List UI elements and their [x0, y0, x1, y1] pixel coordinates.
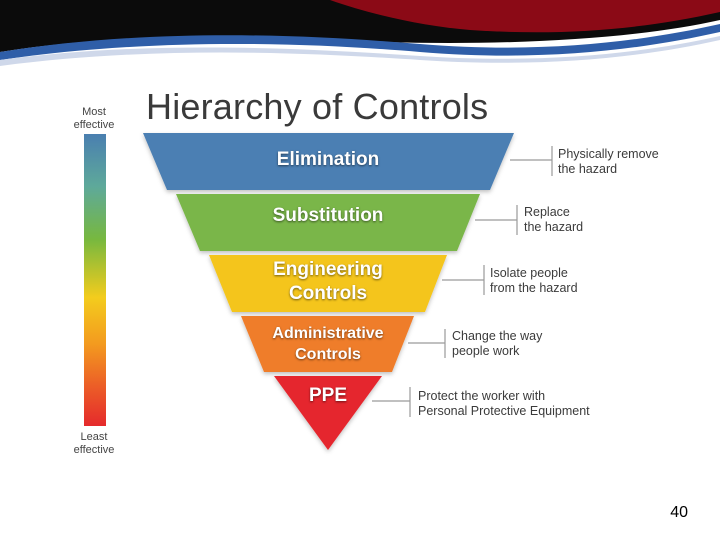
effectiveness-gradient-bar [84, 134, 106, 426]
connector-substitution [475, 205, 518, 235]
banner-red-band [330, 0, 720, 33]
engineering-desc-line-1: Isolate people [490, 266, 568, 280]
connector-elimination [510, 146, 553, 176]
tier-engineering-controls [209, 255, 447, 312]
banner-blue-band [0, 24, 720, 60]
ppe-desc-line-2: Personal Protective Equipment [418, 404, 590, 418]
ppe-desc-line-1: Protect the worker with [418, 389, 546, 403]
engineering-line-2: Controls [288, 283, 368, 304]
elimination-desc-line-2: the hazard [558, 162, 618, 176]
engineering-controls-label: Engineering Controls [228, 258, 428, 306]
ppe-description: Protect the worker with Personal Protect… [418, 389, 590, 419]
substitution-desc-line-1: Replace [524, 205, 570, 219]
elimination-description: Physically remove the hazard [558, 147, 659, 177]
engineering-line-1: Engineering [273, 259, 383, 280]
elimination-label: Elimination [276, 149, 380, 170]
substitution-description: Replace the hazard [524, 205, 583, 235]
most-effective-label: Most effective [73, 106, 115, 131]
least-effective-label: Least effective [73, 431, 115, 456]
tier-ppe [274, 376, 382, 450]
engineering-description: Isolate people from the hazard [490, 266, 578, 296]
administrative-description: Change the way people work [452, 329, 542, 359]
banner-light-band [0, 36, 720, 66]
administrative-line-1: Administrative [272, 325, 384, 342]
administrative-desc-line-1: Change the way [452, 329, 543, 343]
elimination-desc-line-1: Physically remove [558, 147, 659, 161]
administrative-line-2: Controls [295, 346, 361, 363]
substitution-label: Substitution [272, 205, 384, 226]
engineering-desc-line-2: from the hazard [490, 281, 578, 295]
tier-substitution [176, 194, 480, 251]
administrative-desc-line-2: people work [452, 344, 520, 358]
page-number: 40 [670, 504, 688, 521]
tier-administrative-controls [241, 316, 414, 372]
connector-ppe [372, 387, 411, 417]
administrative-controls-label: Administrative Controls [228, 323, 428, 365]
tier-elimination [143, 133, 514, 190]
substitution-desc-line-2: the hazard [524, 220, 584, 234]
connector-administrative [408, 329, 446, 358]
header-banner [0, 0, 720, 66]
connector-engineering [442, 265, 485, 295]
diagram-title: Hierarchy of Controls [146, 86, 489, 127]
ppe-label: PPE [308, 385, 348, 406]
